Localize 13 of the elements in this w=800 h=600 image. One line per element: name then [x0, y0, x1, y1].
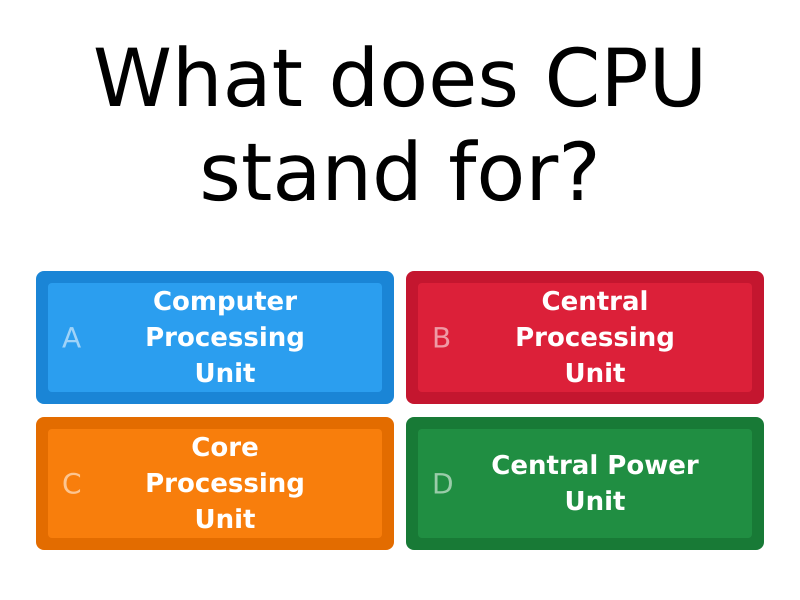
answer-card [406, 417, 764, 550]
answer-text: Core Processing Unit [144, 432, 306, 536]
answer-text: Central Processing Unit [514, 286, 676, 390]
option-letter: D [432, 467, 454, 500]
answer-card [36, 271, 394, 404]
answer-text: Computer Processing Unit [144, 286, 306, 390]
option-letter: C [62, 467, 82, 500]
question-title: What does CPU stand for? [92, 32, 708, 220]
option-letter: B [432, 321, 452, 354]
answer-card [36, 417, 394, 550]
option-letter: A [62, 321, 82, 354]
answer-text: Central Power Unit [490, 450, 700, 518]
answer-card [406, 271, 764, 404]
